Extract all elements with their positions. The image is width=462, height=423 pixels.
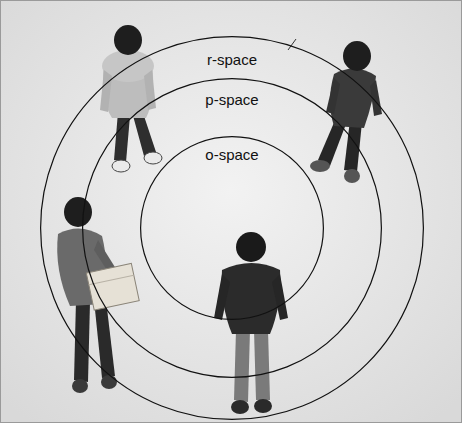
space-label: o-space xyxy=(205,146,258,164)
circle-outline xyxy=(82,78,382,378)
circle-outline xyxy=(141,137,324,320)
leader-line xyxy=(288,39,296,50)
space-circle: p-space o-space xyxy=(82,78,382,378)
circle-outline xyxy=(83,79,382,378)
space-label: p-space xyxy=(205,91,258,109)
person-figure xyxy=(100,25,162,172)
circle-outline xyxy=(41,37,424,420)
space-label: r-space xyxy=(207,51,257,69)
space-circle: o-space xyxy=(140,136,324,320)
person-figure xyxy=(214,232,288,414)
circle-outline xyxy=(140,136,324,320)
space-circle: r-space p-space o-space xyxy=(40,36,424,420)
person-figure xyxy=(310,41,382,183)
